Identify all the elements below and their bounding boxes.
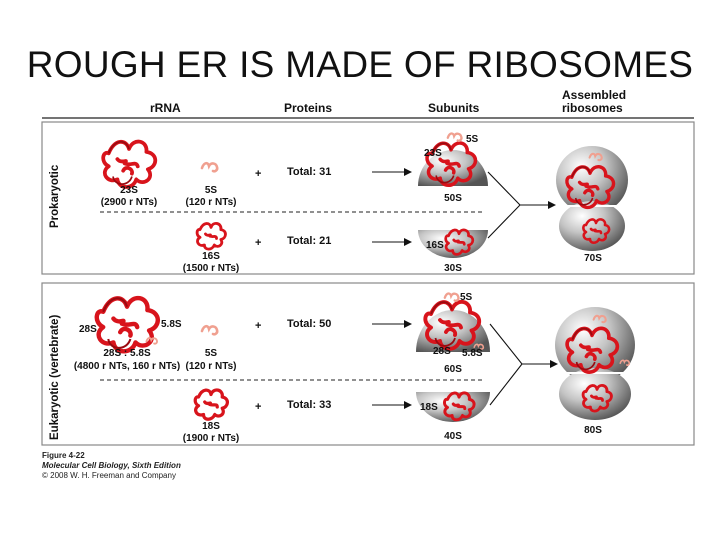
header-rrna: rRNA — [150, 101, 181, 115]
prokaryotic-small-plus: + — [255, 237, 261, 249]
eukaryotic-18s-nts: (1900 r NTs) — [183, 433, 240, 444]
eukaryotic-40s-tag-18s: 18S — [420, 402, 438, 413]
prokaryotic-23s-label: 23S — [120, 185, 138, 196]
eukaryotic-80s-label: 80S — [584, 425, 602, 436]
header-proteins: Proteins — [284, 101, 332, 115]
prokaryotic-30s-label: 30S — [444, 263, 462, 274]
eukaryotic-60s-tag-5s: 5S — [460, 292, 473, 303]
eukaryotic-60s-tag-58s: 5.8S — [462, 348, 483, 359]
eukaryotic-18s-label: 18S — [202, 421, 220, 432]
prokaryotic-50s-tag-5s: 5S — [466, 134, 479, 145]
eukaryotic-80s-ribosome — [555, 307, 635, 420]
header-subunits: Subunits — [428, 101, 480, 115]
header-assembled-line1: Assembled — [562, 88, 626, 102]
prokaryotic-16s-label: 16S — [202, 251, 220, 262]
prokaryotic-5s-nts: (120 r NTs) — [186, 197, 237, 208]
prokaryotic-70s-label: 70S — [584, 253, 602, 264]
eukaryotic-18s-rrna-icon — [195, 390, 227, 419]
eukaryotic-large-plus: + — [255, 320, 261, 332]
prokaryotic-large-total: Total: 31 — [287, 166, 331, 178]
eukaryotic-small-total: Total: 33 — [287, 399, 331, 411]
prokaryotic-23s-nts: (2900 r NTs) — [101, 197, 158, 208]
eukaryotic-60s-label: 60S — [444, 364, 462, 375]
prokaryotic-30s-tag-16s: 16S — [426, 240, 444, 251]
header-assembled-line2: ribosomes — [562, 101, 623, 115]
eukaryotic-28s-58s-nts: (4800 r NTs, 160 r NTs) — [74, 361, 180, 372]
eukaryotic-28s-58s-pair: 28S : 5.8S — [103, 348, 151, 359]
prokaryotic-5s-rrna-icon — [202, 163, 217, 171]
eukaryotic-28s-rrna-icon — [97, 298, 158, 351]
eukaryotic-40s-label: 40S — [444, 431, 462, 442]
caption-book: Molecular Cell Biology, Sixth Edition — [42, 461, 181, 470]
prokaryotic-5s-label: 5S — [205, 185, 218, 196]
prokaryotic-side-label: Prokaryotic — [49, 164, 61, 228]
eukaryotic-28s-label: 28S — [79, 324, 97, 335]
eukaryotic-5s-label: 5S — [205, 348, 218, 359]
prokaryotic-50s-label: 50S — [444, 193, 462, 204]
caption-figure: Figure 4-22 — [42, 451, 85, 460]
prokaryotic-16s-nts: (1500 r NTs) — [183, 263, 240, 274]
prokaryotic-50s-tag-23s: 23S — [424, 148, 442, 159]
eukaryotic-5s-rrna-icon — [202, 326, 217, 334]
prokaryotic-16s-rrna-icon — [197, 223, 225, 249]
eukaryotic-60s-tag-28s: 28S — [433, 346, 451, 357]
eukaryotic-58s-label: 5.8S — [161, 319, 182, 330]
prokaryotic-large-plus: + — [255, 168, 261, 180]
eukaryotic-5s-nts: (120 r NTs) — [186, 361, 237, 372]
eukaryotic-large-total: Total: 50 — [287, 318, 331, 330]
eukaryotic-60s-subunit — [416, 293, 490, 352]
prokaryotic-23s-rrna-icon — [103, 142, 155, 187]
eukaryotic-side-label: Eukaryotic (vertebrate) — [49, 315, 61, 440]
prokaryotic-70s-ribosome — [556, 146, 628, 251]
prokaryotic-small-total: Total: 21 — [287, 235, 331, 247]
caption-copyright: © 2008 W. H. Freeman and Company — [42, 471, 176, 480]
eukaryotic-small-plus: + — [255, 401, 261, 413]
